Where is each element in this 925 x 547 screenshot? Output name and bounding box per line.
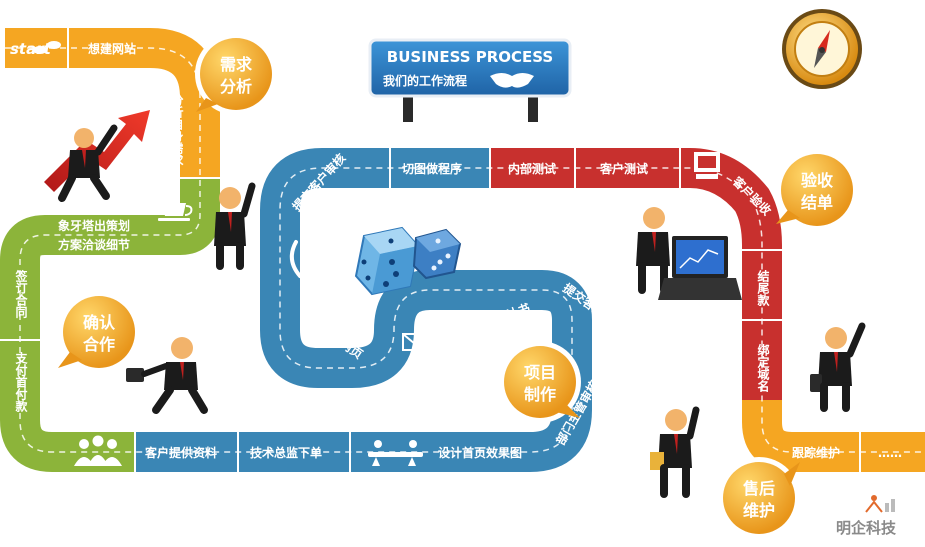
brand-name: 明企科技 [836, 519, 897, 537]
bubble-1-line-2: 分析 [220, 77, 252, 96]
brand-logo: 明企科技 [836, 495, 897, 537]
bubble-confirm-cooperation: 确认 合作 [58, 291, 140, 373]
business-process-sign: BUSINESS PROCESS 我们的工作流程 [368, 38, 572, 122]
bubble-4-line-1: 验收 [801, 171, 833, 190]
businessman-figure-6 [810, 322, 866, 412]
businessman-figure-1 [58, 124, 118, 202]
bubble-1-line-1: 需求 [220, 55, 253, 74]
bubble-acceptance: 验收 结单 [776, 149, 858, 231]
step-slicing: 切图做程序 [402, 161, 462, 176]
businessman-figure-5 [650, 406, 700, 498]
laptop-icon [658, 236, 742, 300]
bubble-4-line-2: 结单 [800, 193, 833, 212]
brand-mark-icon [865, 495, 895, 513]
step-want-website: 想建网站 [87, 41, 136, 56]
sign-title: BUSINESS PROCESS [387, 48, 553, 66]
monitor-icon [694, 152, 720, 179]
step-internal-test: 内部测试 [508, 161, 556, 176]
phone-icon [289, 240, 302, 278]
businessman-figure-3 [126, 337, 208, 414]
bubble-project-production: 项目 制作 [499, 341, 581, 423]
road-center-line [5, 47, 925, 453]
businessman-figure-2 [214, 182, 256, 270]
meeting-icon [368, 440, 423, 466]
bubble-3-line-1: 项目 [524, 363, 556, 382]
step-client-test: 客户测试 [599, 161, 648, 176]
step-analyze-needs: 分析自身需求 [170, 93, 184, 167]
compass-icon [782, 9, 862, 89]
step-sign-contract: 签订合同 [14, 269, 28, 319]
step-design-homepage: 设计首页效果图 [438, 445, 522, 460]
businessman-figure-4 [636, 207, 670, 294]
step-pay-deposit: 支付首付款 [14, 351, 28, 413]
step-tech-order: 技术总监下单 [250, 445, 322, 460]
footprints-icon [33, 41, 61, 54]
bubble-2-line-2: 合作 [83, 335, 115, 354]
road-separators [0, 28, 861, 472]
bubble-5-line-2: 维护 [743, 501, 775, 520]
sign-subtitle: 我们的工作流程 [383, 73, 467, 88]
bubble-2-line-1: 确认 [83, 313, 116, 332]
bubble-after-sales: 售后 维护 [718, 457, 800, 539]
step-client-materials: 客户提供资料 [144, 445, 217, 460]
step-bind-domain: 绑定域名 [756, 343, 770, 393]
step-negotiate: 方案洽谈细节 [58, 237, 130, 252]
coffee-cup-icon [158, 203, 193, 221]
step-ellipsis: …… [878, 446, 902, 460]
envelope-icon [402, 333, 428, 351]
people-icon [74, 435, 122, 466]
step-maintenance: 跟踪维护 [792, 445, 840, 460]
dice-icon [354, 226, 462, 296]
bubble-3-line-2: 制作 [524, 385, 556, 404]
bubble-5-line-1: 售后 [743, 479, 775, 498]
step-final-payment: 结尾款 [756, 269, 770, 307]
step-plan: 象牙塔出策划 [58, 218, 130, 233]
handshake-icon [490, 73, 534, 88]
bubble-requirement-analysis: 需求 分析 [195, 33, 277, 115]
